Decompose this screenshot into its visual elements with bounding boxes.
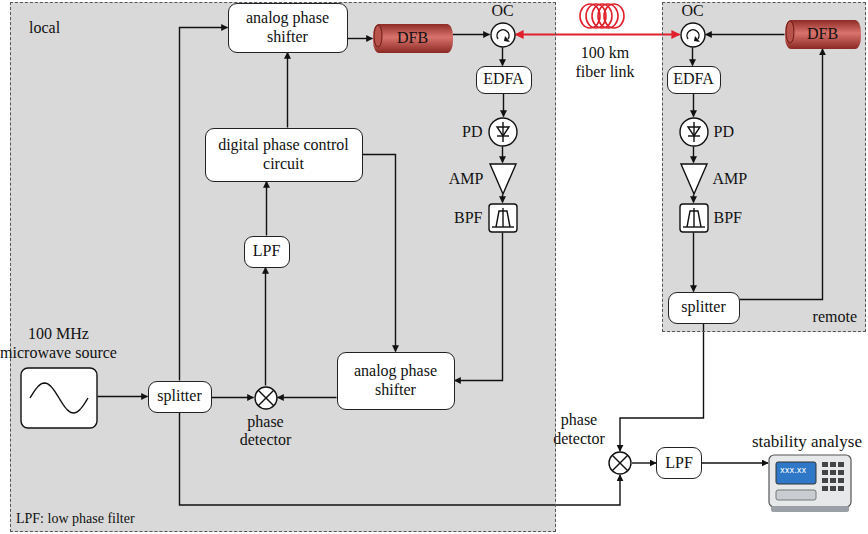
process-box: analog phase shifter	[228, 3, 348, 53]
source-box: 100 MHz microwave source	[20, 367, 98, 429]
fiber-coil	[580, 4, 624, 28]
signal-arrow	[693, 233, 694, 292]
node-label: phase detector	[546, 411, 612, 449]
process-box: splitter	[668, 292, 740, 324]
local-panel-ground	[10, 2, 556, 532]
shape-outline	[490, 22, 516, 48]
node-label: BPF	[714, 208, 742, 227]
node-label: EDFA	[483, 70, 524, 89]
shape-outline	[254, 386, 278, 410]
node-label: LPF	[253, 242, 281, 261]
fiber-link	[516, 33, 680, 35]
node-label: OC	[491, 2, 513, 21]
signal-arrow	[348, 38, 373, 39]
node-label: digital phase control circuit	[206, 136, 362, 174]
region-panel: OCDFBEDFAPDAMPBPFsplitterremote	[662, 2, 866, 332]
mixer-symbol: phase detector	[254, 386, 278, 410]
signal-arrow	[287, 53, 288, 128]
screen-readout: xxx.xx	[780, 466, 806, 475]
node-label: BPF	[454, 208, 482, 227]
node-label: splitter	[681, 298, 725, 317]
node-label: DFB	[397, 29, 428, 48]
laser-cylinder: DFB	[373, 24, 453, 53]
remote-panel-ground	[662, 2, 866, 332]
laser-cylinder: DFB	[785, 20, 861, 49]
shape-outline	[608, 451, 632, 475]
amplifier-triangle: AMP	[680, 163, 708, 195]
signal-arrow	[502, 48, 503, 66]
shape-outline	[680, 22, 706, 48]
circulator-symbol: OC	[680, 22, 706, 48]
shape-outline	[679, 117, 709, 147]
signal-arrow	[620, 324, 704, 452]
node-label: LPF	[665, 454, 693, 473]
shape-outline	[680, 163, 708, 195]
process-box: digital phase control circuit	[205, 128, 363, 182]
shape-outline	[488, 117, 518, 147]
amplifier-triangle: AMP	[489, 163, 517, 195]
signal-arrow	[693, 195, 694, 203]
node-label: stability analyse	[752, 432, 862, 452]
process-box: analog phase shifter	[337, 352, 455, 410]
signal-arrow	[278, 397, 337, 398]
mixer-symbol: phase detector	[608, 451, 632, 475]
analyzer-icon: stability analyse	[768, 454, 852, 514]
node-label: EDFA	[673, 70, 714, 89]
shape-outline	[20, 367, 98, 429]
signal-arrow	[702, 462, 768, 463]
signal-arrow	[180, 413, 621, 506]
shape-outline	[488, 203, 518, 233]
shape-outline	[679, 203, 709, 233]
node-label: OC	[681, 2, 703, 21]
node-label: PD	[714, 122, 734, 141]
photodiode-symbol: PD	[679, 117, 709, 147]
signal-arrow	[212, 397, 254, 398]
filter-symbol: BPF	[679, 203, 709, 233]
signal-arrow	[706, 34, 785, 35]
process-box: EDFA	[476, 66, 532, 94]
shape-outline	[768, 454, 852, 514]
node-label: AMP	[449, 169, 484, 188]
node-label: DFB	[807, 25, 838, 44]
signal-arrow	[502, 195, 503, 203]
node-label: phase detector	[224, 413, 308, 451]
signal-arrow	[266, 182, 267, 236]
note-label: LPF: low phase filter	[16, 511, 135, 528]
photodiode-symbol: PD	[488, 117, 518, 147]
process-box: LPF	[656, 447, 702, 479]
note-label: 100 km fiber link	[569, 44, 641, 82]
signal-arrow	[180, 28, 228, 381]
signal-arrow	[98, 396, 148, 397]
node-label: local	[29, 19, 60, 38]
region-panel: analog phase shifterDFBOCEDFAPDAMPBPFdig…	[10, 2, 556, 532]
circulator-symbol: OC	[490, 22, 516, 48]
signal-arrow	[740, 49, 823, 300]
node-label: remote	[813, 308, 857, 327]
node-label: analog phase shifter	[229, 9, 347, 47]
signal-arrow	[363, 155, 396, 352]
node-label: PD	[462, 122, 482, 141]
process-box: splitter	[148, 381, 212, 413]
signal-arrow	[502, 147, 503, 163]
signal-arrow	[265, 268, 266, 386]
node-label: splitter	[157, 387, 201, 406]
signal-arrow	[503, 94, 504, 117]
signal-arrow	[632, 462, 656, 463]
signal-arrow	[453, 34, 490, 35]
node-label: 100 MHz microwave source	[0, 325, 119, 363]
signal-arrow	[693, 94, 694, 117]
process-box: EDFA	[667, 66, 721, 94]
shape-outline	[489, 163, 517, 195]
signal-arrow	[455, 233, 503, 381]
process-box: LPF	[244, 236, 290, 268]
node-label: AMP	[713, 169, 748, 188]
signal-arrow	[692, 48, 693, 66]
filter-symbol: BPF	[488, 203, 518, 233]
node-label: analog phase shifter	[338, 362, 454, 400]
signal-arrow	[693, 147, 694, 163]
